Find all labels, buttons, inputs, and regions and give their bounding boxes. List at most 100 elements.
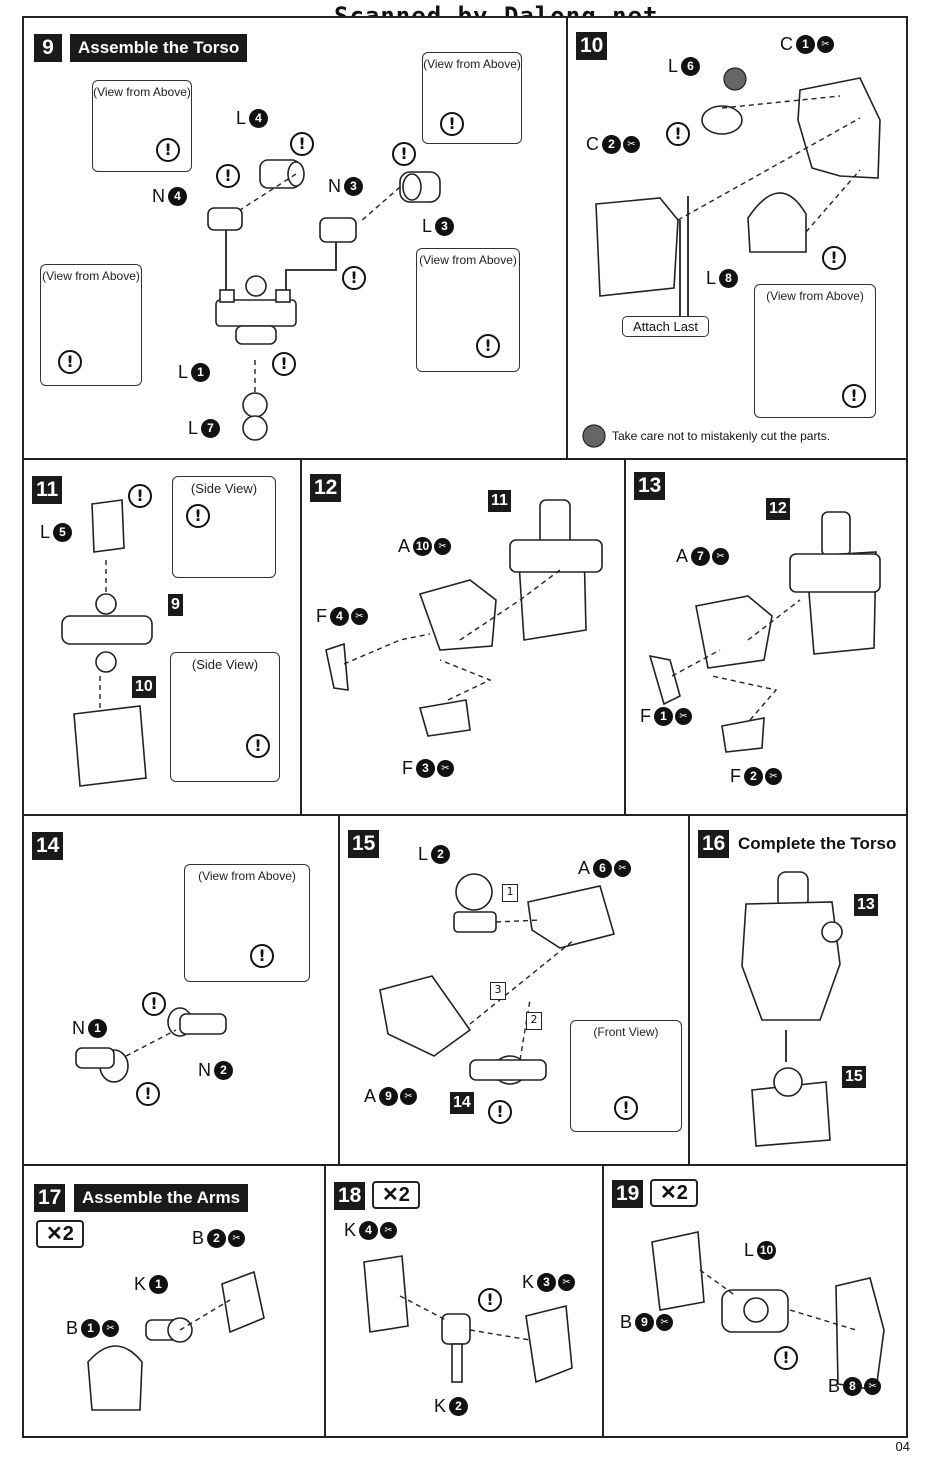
part-number: 1: [654, 707, 673, 726]
quantity-multiplier: ✕2: [372, 1181, 420, 1209]
part-letter: L: [178, 362, 189, 382]
gate-cut-icon: ✂: [623, 136, 640, 153]
part-letter: K: [134, 1274, 147, 1294]
part-letter: L: [236, 108, 247, 128]
view-from-above-callout: (View from Above): [416, 248, 520, 372]
step-reference: 12: [766, 498, 790, 520]
gate-cut-icon: ✂: [864, 1378, 882, 1395]
step-reference: 15: [842, 1066, 866, 1088]
step-number: 10: [576, 32, 608, 60]
part-number: 2: [431, 845, 451, 864]
caution-icon: !: [128, 484, 152, 508]
caution-icon: !: [58, 350, 82, 374]
part-letter: N: [72, 1018, 85, 1038]
part-letter: A: [364, 1086, 377, 1106]
part-number: 10: [413, 537, 433, 556]
step-title: Assemble the Arms: [74, 1184, 249, 1212]
part-letter: F: [402, 758, 413, 778]
part-number: 3: [416, 759, 435, 778]
caution-icon: !: [272, 352, 296, 376]
caution-icon: !: [186, 504, 210, 528]
view-from-above-callout: (View from Above): [422, 52, 522, 144]
gate-cut-icon: ✂: [675, 708, 692, 725]
callout-label: (Side View): [191, 657, 259, 672]
step-number: 19: [612, 1180, 644, 1208]
step-reference: 14: [450, 1092, 474, 1114]
care-note: Take care not to mistakenly cut the part…: [612, 429, 831, 443]
callout-label: (View from Above): [42, 269, 140, 283]
part-number: 4: [359, 1221, 379, 1240]
part-letter: A: [578, 858, 591, 878]
part-number: 9: [379, 1087, 399, 1106]
page-number: 04: [895, 1439, 910, 1454]
step-number: 16: [698, 830, 730, 858]
step-number: 12: [310, 474, 342, 502]
part-number: 8: [843, 1377, 863, 1396]
part-letter: A: [676, 546, 689, 566]
part-number: 1: [796, 35, 815, 54]
caution-icon: !: [136, 1082, 160, 1106]
caution-icon: !: [774, 1346, 798, 1370]
part-number: 2: [449, 1397, 469, 1416]
caution-icon: !: [156, 138, 180, 162]
step-number: 9: [34, 34, 62, 62]
part-number: 7: [691, 547, 711, 566]
caution-icon: !: [342, 266, 366, 290]
part-letter: L: [668, 56, 679, 76]
quantity-multiplier: ✕2: [650, 1179, 698, 1207]
caution-icon: !: [440, 112, 464, 136]
sequence-marker: 2: [526, 1012, 542, 1030]
part-letter: L: [418, 844, 429, 864]
part-letter: C: [586, 134, 599, 154]
step-number: 11: [32, 476, 63, 504]
caution-icon: !: [392, 142, 416, 166]
gate-cut-icon: ✂: [102, 1320, 120, 1337]
part-letter: C: [780, 34, 793, 54]
gate-cut-icon: ✂: [712, 548, 730, 565]
step-number: 17: [34, 1184, 66, 1212]
part-number: 10: [757, 1241, 777, 1260]
gate-cut-icon: ✂: [228, 1230, 246, 1247]
caution-icon: !: [250, 944, 274, 968]
part-number: 1: [191, 363, 211, 382]
callout-label: (View from Above): [93, 85, 191, 99]
callout-label: (View from Above): [766, 289, 864, 303]
gate-cut-icon: ✂: [765, 768, 782, 785]
part-letter: A: [398, 536, 411, 556]
part-letter: L: [422, 216, 433, 236]
part-letter: L: [706, 268, 717, 288]
part-number: 3: [537, 1273, 557, 1292]
step-reference: 10: [132, 676, 156, 698]
part-letter: L: [744, 1240, 755, 1260]
callout-label: (Front View): [593, 1025, 659, 1039]
part-letter: B: [620, 1312, 633, 1332]
caution-icon: !: [216, 164, 240, 188]
part-number: 1: [88, 1019, 107, 1038]
step-number: 13: [634, 472, 666, 500]
part-number: 6: [593, 859, 613, 878]
part-letter: B: [66, 1318, 79, 1338]
part-number: 2: [744, 767, 763, 786]
part-letter: N: [152, 186, 165, 206]
